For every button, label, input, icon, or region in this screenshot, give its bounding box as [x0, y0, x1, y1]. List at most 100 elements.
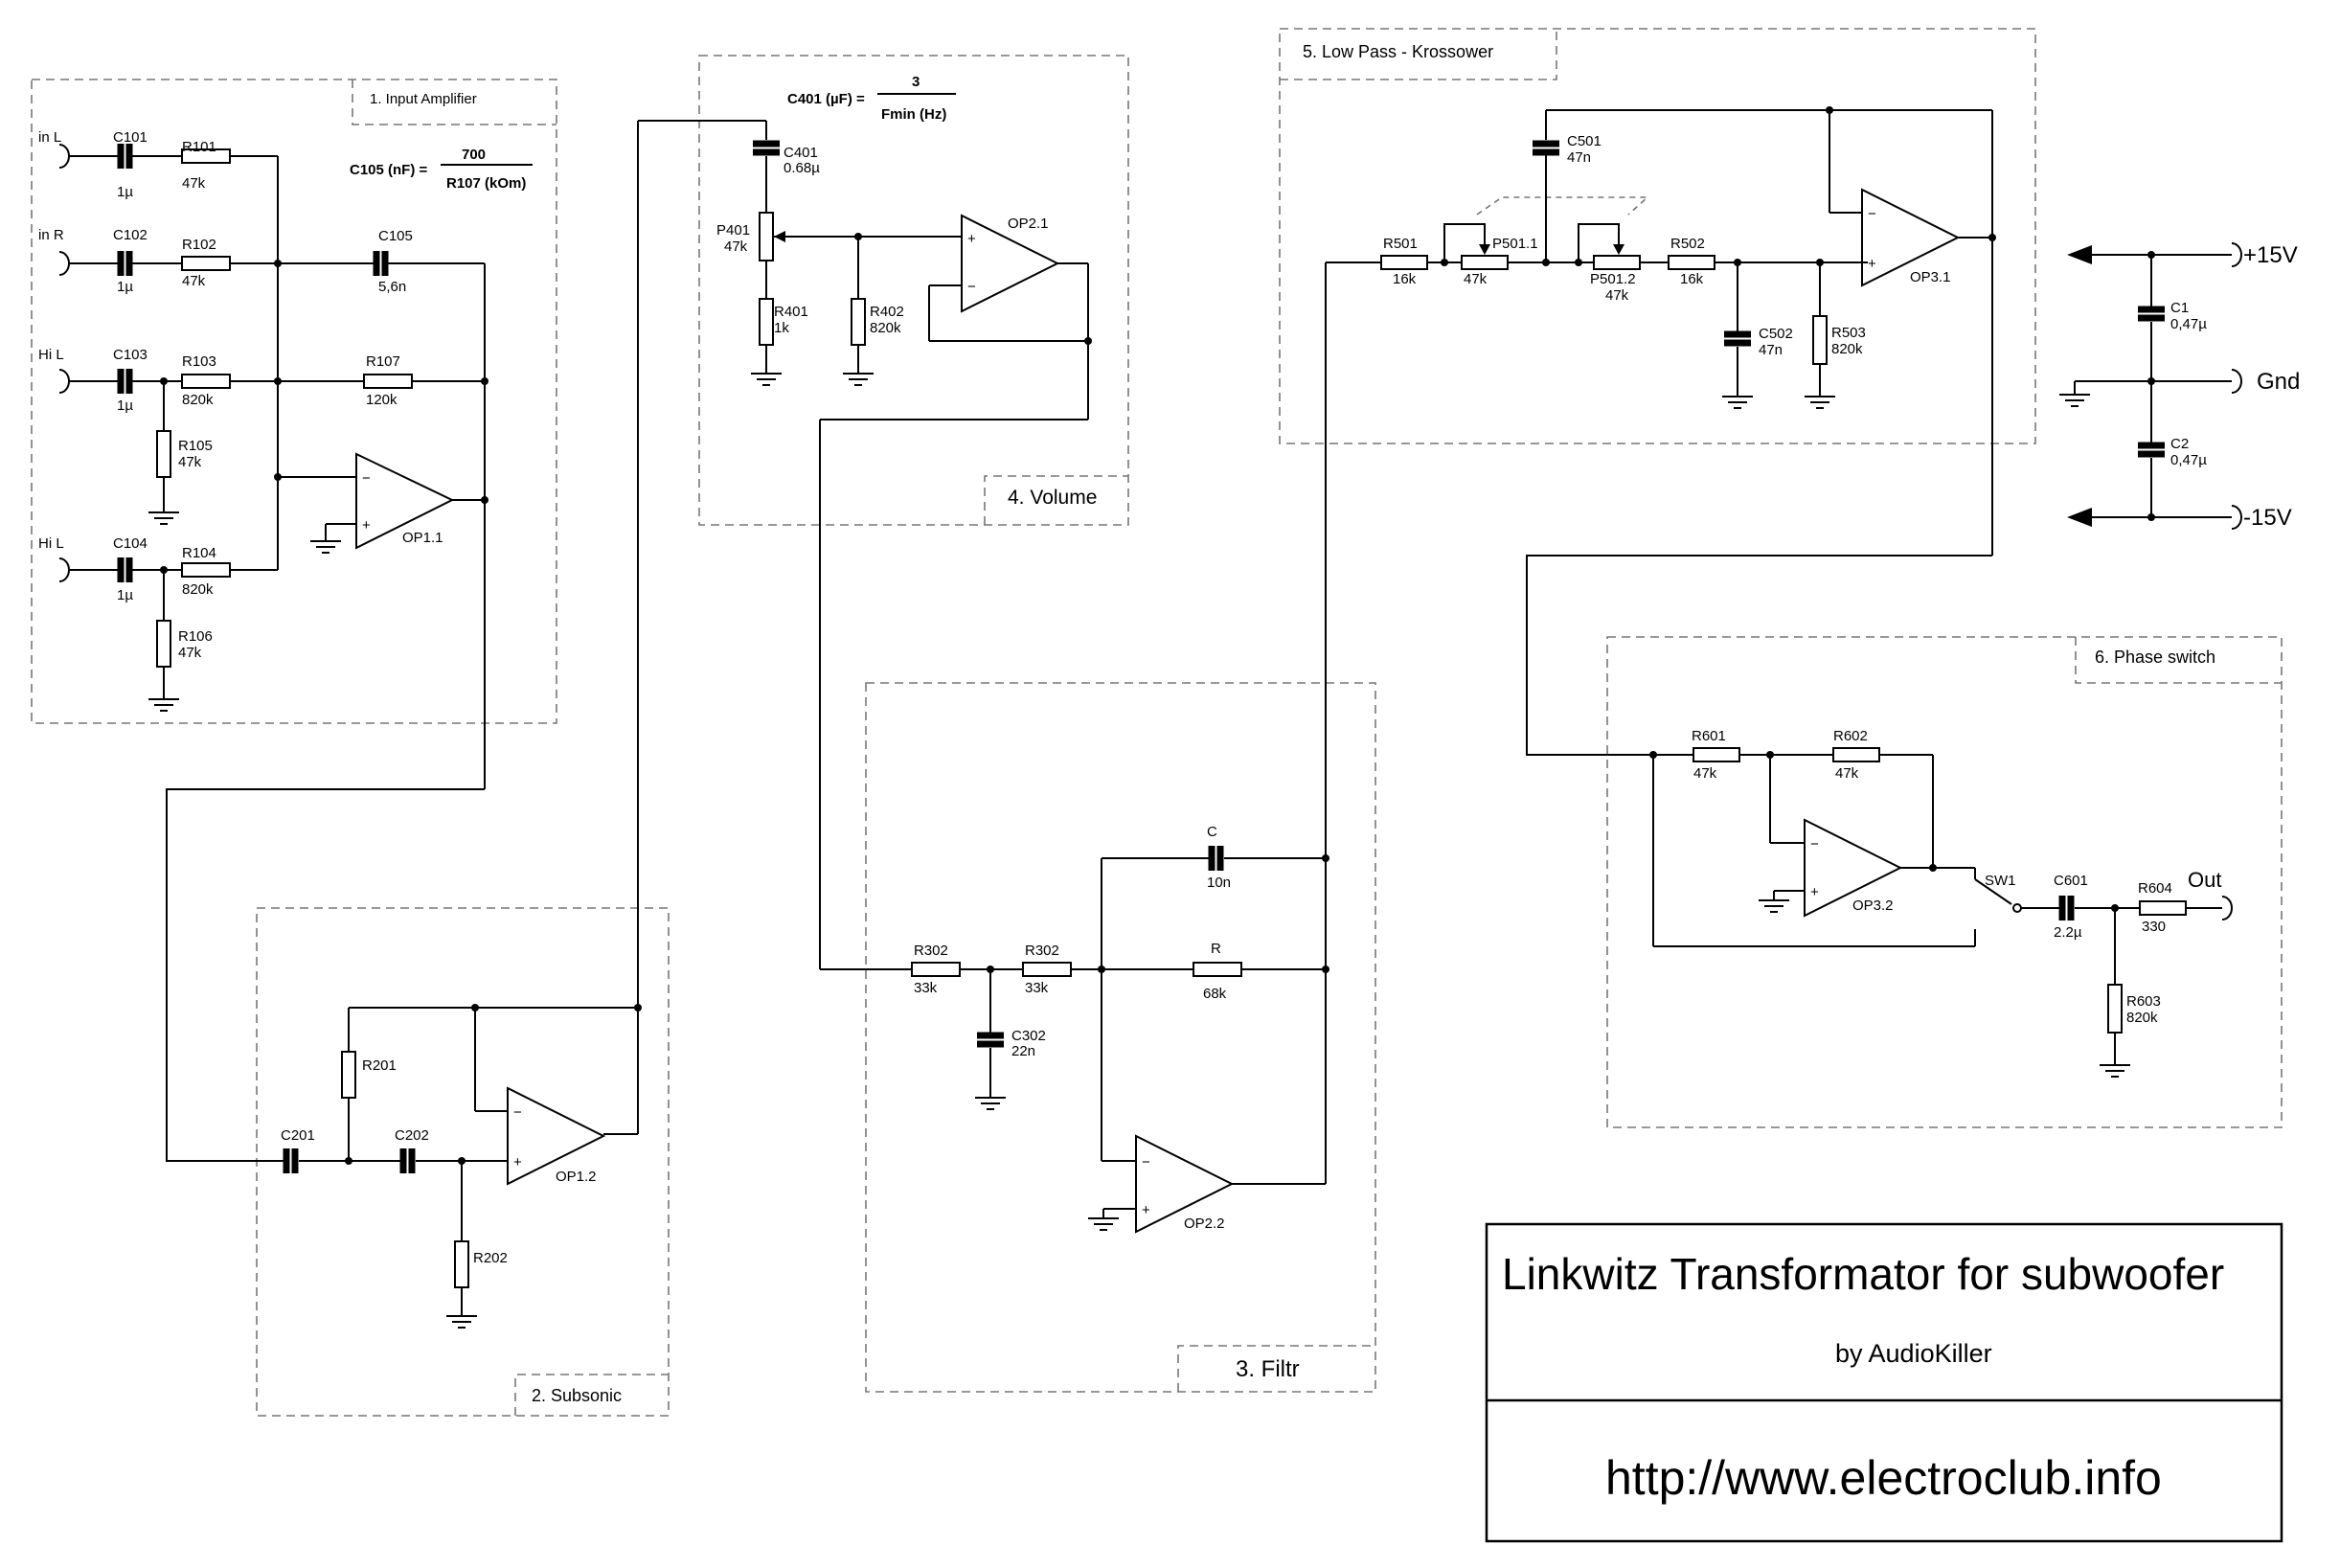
value-c401: 0.68µ — [784, 160, 820, 176]
label-c101: C101 — [113, 129, 148, 146]
section-label-input-amplifier: 1. Input Amplifier — [370, 91, 477, 107]
input-label-in-r: in R — [38, 227, 64, 243]
ground-symbol — [446, 1315, 477, 1329]
value-r107: 120k — [366, 392, 398, 408]
label-c201: C201 — [281, 1127, 315, 1144]
power-jack-pos — [2231, 242, 2242, 267]
opamp-minus-pin: − — [362, 470, 371, 487]
resistor-r503 — [1812, 315, 1828, 365]
value-c501: 47n — [1567, 149, 1591, 166]
value-c102: 1µ — [117, 279, 133, 295]
ground-symbol — [1722, 396, 1835, 409]
value-r501: 16k — [1393, 271, 1417, 287]
title-text: Linkwitz Transformator for subwoofer — [1502, 1249, 2224, 1299]
value-c103: 1µ — [117, 398, 133, 414]
opamp-plus-pin: + — [1810, 884, 1819, 900]
label-r501: R501 — [1383, 236, 1418, 252]
formula-c105-numerator: 700 — [462, 147, 486, 163]
label-r104: R104 — [182, 545, 216, 561]
author-text: by AudioKiller — [1835, 1339, 1992, 1368]
value-c105: 5,6n — [378, 279, 406, 295]
potentiometer-p401 — [759, 212, 774, 261]
label-r202: R202 — [473, 1250, 508, 1266]
value-r104: 820k — [182, 581, 214, 598]
value-r302-b: 33k — [1025, 980, 1049, 996]
label-c102: C102 — [113, 227, 148, 243]
label-p501-2: P501.2 — [1590, 271, 1636, 287]
resistor-r401 — [759, 298, 774, 346]
resistor-r102 — [181, 256, 231, 271]
power-supply: +15V Gnd -15V C1 0,47µ C2 0,47µ — [2059, 242, 2300, 531]
opamp-plus-pin: + — [1868, 256, 1876, 272]
input-jack-in-l — [58, 144, 70, 169]
output-label: Out — [2188, 868, 2221, 892]
label-c105: C105 — [378, 228, 413, 244]
value-r602: 47k — [1835, 765, 1859, 782]
value-r502: 16k — [1680, 271, 1704, 287]
label-c: C — [1207, 824, 1217, 840]
resistor-r103 — [181, 374, 231, 389]
value-r101: 47k — [182, 175, 206, 192]
input-jack-hi-l-2 — [58, 557, 70, 582]
label-c103: C103 — [113, 347, 148, 363]
value-r105: 47k — [178, 454, 202, 470]
label-r106: R106 — [178, 628, 213, 645]
filtr-circuit: − + OP2.2 R302 33k R302 33k C302 22n C 1… — [820, 262, 1329, 1234]
switch-contact — [2012, 903, 2022, 913]
opamp-plus-pin: + — [967, 231, 976, 247]
opamp-label-op2-1: OP2.1 — [1008, 216, 1049, 232]
resistor-r106 — [156, 620, 171, 668]
ground-symbol — [975, 1097, 1119, 1231]
value-r106: 47k — [178, 645, 202, 661]
label-r402: R402 — [870, 304, 904, 320]
resistor-r104 — [181, 562, 231, 578]
value-r: 68k — [1203, 986, 1227, 1002]
label-r101: R101 — [182, 139, 216, 155]
value-c1: 0,47µ — [2170, 316, 2207, 332]
opamp-minus-pin: − — [1142, 1154, 1150, 1170]
value-c104: 1µ — [117, 587, 133, 603]
switch-sw1[interactable] — [1974, 878, 2012, 905]
resistor-r602 — [1832, 747, 1880, 762]
resistor-r105 — [156, 430, 171, 478]
label-r503: R503 — [1831, 325, 1866, 341]
formula-c105-lhs: C105 (nF) = — [350, 162, 428, 178]
opamp-label-op1-2: OP1.2 — [556, 1169, 597, 1185]
phase-switch-circuit: − + OP3.2 R601 47k R602 47k SW1 C601 2.2… — [1649, 728, 2233, 1078]
value-r603: 820k — [2126, 1010, 2158, 1026]
arrow-left-icon — [2067, 508, 2092, 527]
input-label-hi-l-2: Hi L — [38, 535, 64, 552]
resistor-r302-a — [911, 962, 961, 977]
opamp-op3-2 — [1804, 818, 1903, 918]
label-r: R — [1211, 941, 1221, 957]
opamp-plus-pin: + — [362, 517, 371, 534]
value-r102: 47k — [182, 273, 206, 289]
label-c1: C1 — [2170, 300, 2189, 316]
section-label-low-pass: 5. Low Pass - Krossower — [1303, 42, 1493, 61]
resistor-r302-b — [1022, 962, 1072, 977]
url-text[interactable]: http://www.electroclub.info — [1605, 1451, 2162, 1505]
section-label-phase-switch: 6. Phase switch — [2095, 648, 2215, 667]
label-p401: P401 — [716, 222, 750, 239]
label-c104: C104 — [113, 535, 148, 552]
resistor-r601 — [1693, 747, 1740, 762]
opamp-op1-1 — [355, 452, 455, 550]
label-r602: R602 — [1833, 728, 1868, 744]
value-r601: 47k — [1693, 765, 1717, 782]
input-label-in-l: in L — [38, 129, 61, 146]
value-c101: 1µ — [117, 184, 133, 200]
value-r402: 820k — [870, 320, 901, 336]
section-label-filtr: 3. Filtr — [1236, 1356, 1300, 1382]
ground-symbol — [148, 511, 341, 712]
gang-link — [1476, 196, 1650, 216]
value-c2: 0,47µ — [2170, 452, 2207, 468]
opamp-label-op1-1: OP1.1 — [402, 530, 443, 546]
opamp-label-op2-2: OP2.2 — [1184, 1216, 1225, 1232]
opamp-op2-1 — [961, 214, 1060, 313]
ground-symbol — [2059, 394, 2090, 407]
opamp-minus-pin: − — [1868, 206, 1876, 222]
input-jack-hi-l-1 — [58, 369, 70, 394]
arrow-left-icon — [2067, 245, 2092, 264]
ground-symbol — [751, 373, 874, 386]
